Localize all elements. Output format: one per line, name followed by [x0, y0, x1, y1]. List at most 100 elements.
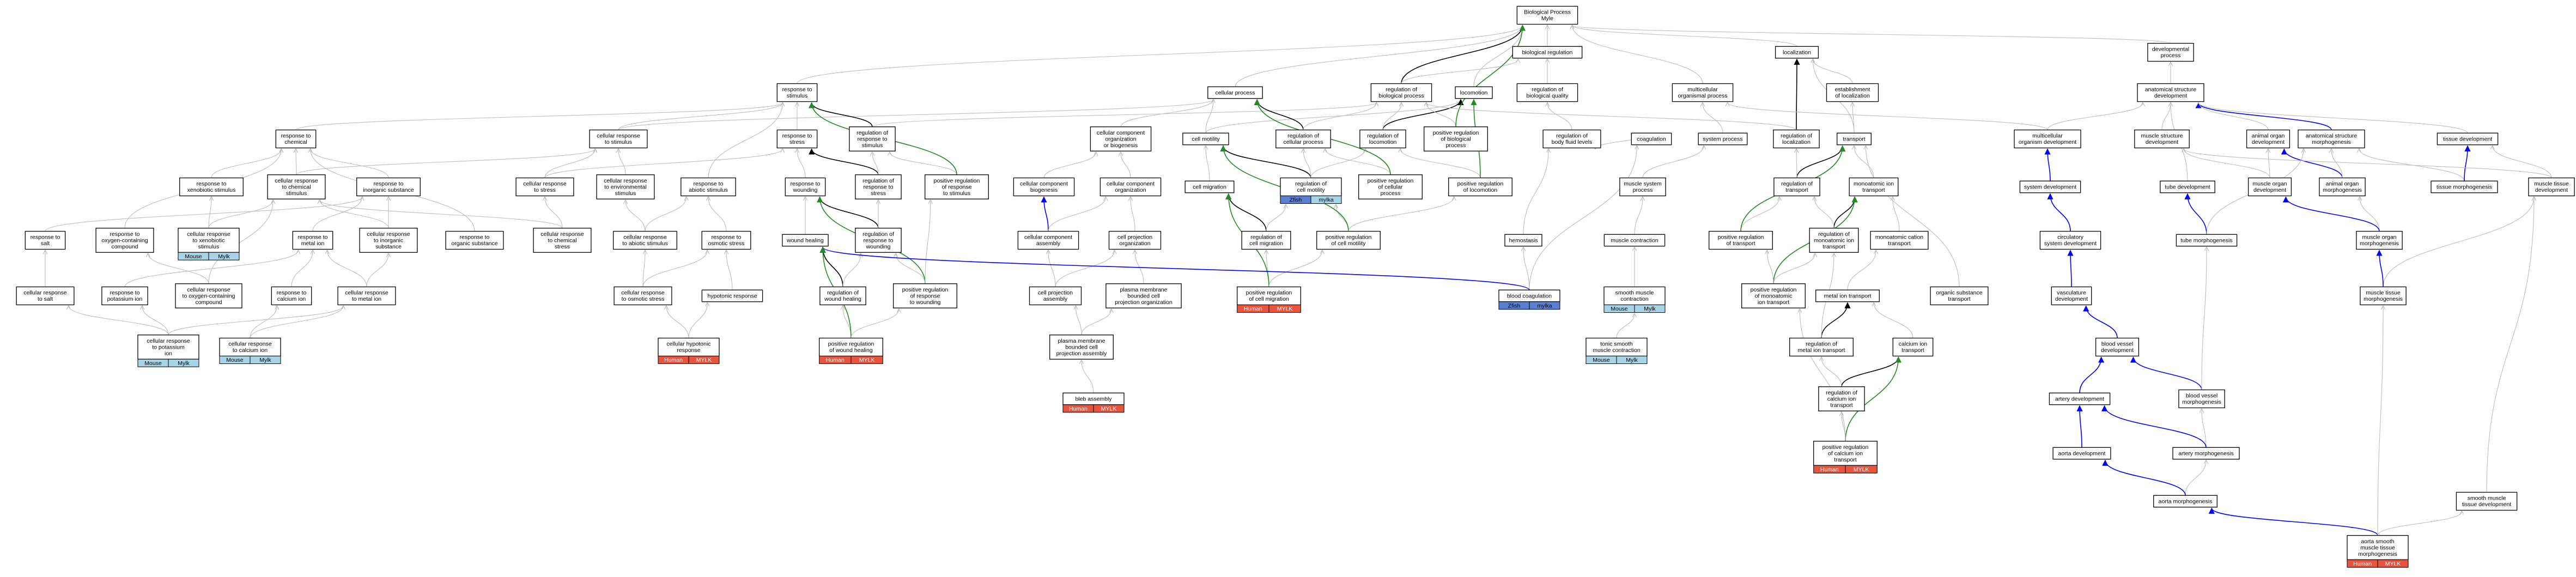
go-term-node[interactable]: artery morphogenesis	[2172, 447, 2240, 460]
go-term-node[interactable]: muscle contraction	[1603, 234, 1666, 247]
go-term-node[interactable]: cell migration	[1184, 180, 1235, 193]
go-term-node[interactable]: system process	[1698, 132, 1748, 145]
go-term-node[interactable]: wound healing	[782, 234, 829, 247]
go-term-node[interactable]: tube morphogenesis	[2176, 234, 2238, 247]
go-term-node[interactable]: tissue morphogenesis	[2431, 180, 2498, 193]
go-term-node[interactable]: cellular process	[1207, 86, 1263, 99]
go-term-node[interactable]: tissue development	[2437, 132, 2499, 145]
go-term-node[interactable]: coagulation	[1631, 132, 1672, 145]
go-term-node[interactable]: transport	[1837, 132, 1872, 145]
go-term-node[interactable]: artery development	[2049, 392, 2111, 405]
go-term-node[interactable]: aorta development	[2052, 447, 2111, 460]
go-term-node[interactable]: metal ion transport	[1815, 289, 1880, 302]
go-term-node[interactable]: localization	[1775, 46, 1819, 59]
go-term-node[interactable]: aorta morphogenesis	[2153, 495, 2217, 508]
go-term-node[interactable]: system development	[2019, 180, 2081, 193]
go-term-node[interactable]: hemostasis	[1504, 234, 1542, 247]
go-term-node[interactable]: tube development	[2160, 180, 2215, 193]
go-term-node[interactable]: hypotonic response	[701, 289, 763, 302]
go-term-node[interactable]: locomotion	[1455, 86, 1493, 99]
